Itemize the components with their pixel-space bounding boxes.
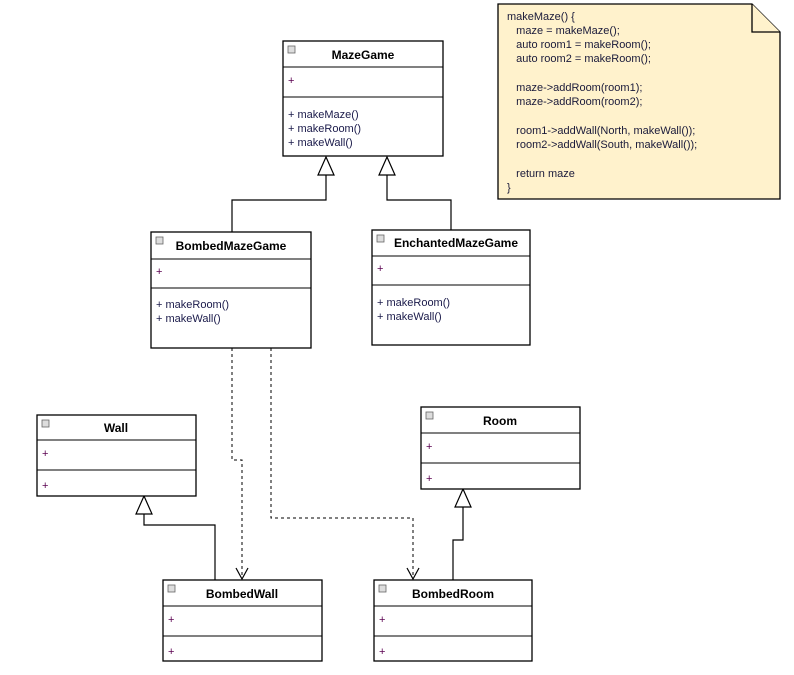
class-enchantedmazegame[interactable]: EnchantedMazeGame + + makeRoom() + makeW… xyxy=(371,229,531,346)
method: + makeMaze() xyxy=(288,109,359,121)
class-bombedmazegame[interactable]: BombedMazeGame + + makeRoom() + makeWall… xyxy=(150,231,312,349)
class-wall[interactable]: Wall + + xyxy=(36,414,197,497)
method: + xyxy=(426,473,432,485)
note-line: return maze xyxy=(507,168,575,180)
method: + makeRoom() xyxy=(288,123,361,135)
collapse-icon[interactable] xyxy=(376,234,385,243)
attribute: + xyxy=(168,614,174,626)
dependency-bombedmazegame-to-bombedroom[interactable] xyxy=(270,348,420,581)
collapse-icon[interactable] xyxy=(378,584,387,593)
class-bombedwall[interactable]: BombedWall + + xyxy=(162,579,323,662)
note-line: makeMaze() { xyxy=(507,11,575,23)
method: + makeRoom() xyxy=(156,299,229,311)
attribute: + xyxy=(426,441,432,453)
generalization-bombedmazegame-to-mazegame[interactable] xyxy=(231,155,335,232)
method: + makeWall() xyxy=(156,313,221,325)
note-line: auto room2 = makeRoom(); xyxy=(507,53,651,65)
attribute: + xyxy=(42,448,48,460)
class-name: Room xyxy=(483,414,517,428)
class-room[interactable]: Room + + xyxy=(420,406,581,490)
attribute: + xyxy=(288,75,294,87)
attribute: + xyxy=(156,266,162,278)
class-name: MazeGame xyxy=(332,48,395,62)
code-note[interactable]: makeMaze() { maze = makeMaze(); auto roo… xyxy=(497,3,781,200)
collapse-icon[interactable] xyxy=(167,584,176,593)
class-name: BombedRoom xyxy=(412,587,494,601)
note-line: room2->addWall(South, makeWall()); xyxy=(507,139,697,151)
generalization-enchantedmazegame-to-mazegame[interactable] xyxy=(378,155,452,230)
dependency-bombedmazegame-to-bombedwall[interactable] xyxy=(231,348,249,581)
attribute: + xyxy=(379,614,385,626)
method: + xyxy=(379,646,385,658)
method: + xyxy=(168,646,174,658)
note-line: maze = makeMaze(); xyxy=(507,25,620,37)
note-line: maze->addRoom(room2); xyxy=(507,96,642,108)
class-name: EnchantedMazeGame xyxy=(394,236,518,250)
collapse-icon[interactable] xyxy=(287,45,296,54)
class-name: Wall xyxy=(104,421,128,435)
method: + makeRoom() xyxy=(377,297,450,309)
method: + makeWall() xyxy=(288,137,353,149)
method: + xyxy=(42,480,48,492)
note-line: } xyxy=(507,182,511,194)
collapse-icon[interactable] xyxy=(155,236,164,245)
collapse-icon[interactable] xyxy=(425,411,434,420)
class-name: BombedMazeGame xyxy=(176,239,287,253)
note-line: maze->addRoom(room1); xyxy=(507,82,642,94)
generalization-bombedroom-to-room[interactable] xyxy=(452,487,472,580)
class-bombedroom[interactable]: BombedRoom + + xyxy=(373,579,533,662)
attribute: + xyxy=(377,263,383,275)
generalization-bombedwall-to-wall[interactable] xyxy=(135,494,216,580)
class-mazegame[interactable]: MazeGame + + makeMaze() + makeRoom() + m… xyxy=(282,40,444,157)
class-name: BombedWall xyxy=(206,587,278,601)
note-line: room1->addWall(North, makeWall()); xyxy=(507,125,695,137)
method: + makeWall() xyxy=(377,311,442,323)
collapse-icon[interactable] xyxy=(41,419,50,428)
note-line: auto room1 = makeRoom(); xyxy=(507,39,651,51)
